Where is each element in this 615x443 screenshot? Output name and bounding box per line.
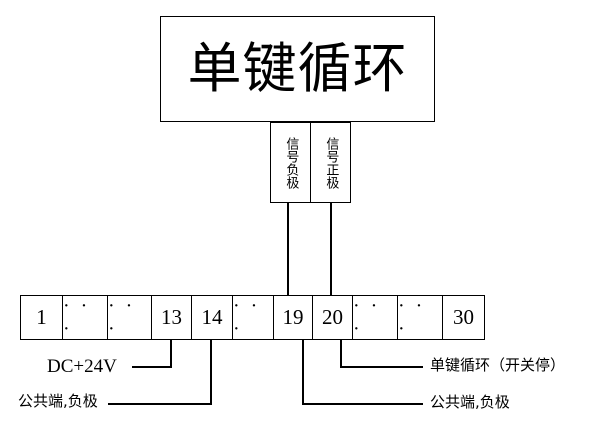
terminal-cell-13: 13	[152, 296, 192, 339]
terminal-cell-14: 14	[192, 296, 233, 339]
callout-dc-supply: DC+24V	[47, 356, 117, 377]
callout-single-key-cycle: 单键循环（开关停）	[430, 356, 566, 374]
terminal-cell-30: 30	[453, 305, 474, 329]
device-title-box: 单键循环	[160, 16, 435, 122]
wire-19-to-common-right	[302, 340, 423, 405]
terminal-cell-ellipsis: · · ·	[63, 295, 108, 340]
callout-common-negative-right: 公共端,负极	[430, 393, 510, 411]
wire-20-to-cycle	[340, 340, 423, 368]
device-title-label: 单键循环	[187, 37, 408, 100]
wire-13-to-dc24v	[132, 340, 172, 368]
terminal-cell-ellipsis: · · ·	[398, 295, 443, 340]
terminal-cell-1: 1	[21, 296, 63, 339]
signal-positive-terminal: 信号正极	[310, 122, 351, 203]
callout-common-negative-left: 公共端,负极	[18, 392, 98, 410]
signal-negative-terminal: 信号负极	[270, 122, 311, 203]
terminal-cell-ellipsis: · · ·	[353, 295, 398, 340]
terminal-cell-ellipsis: · · ·	[233, 295, 274, 340]
terminal-cell-19: 19	[274, 296, 313, 339]
signal-negative-label: 信号负极	[283, 136, 299, 189]
terminal-cell-ellipsis: · · ·	[108, 295, 152, 340]
signal-positive-label: 信号正极	[323, 136, 339, 189]
wire-14-to-common-left	[108, 340, 212, 405]
terminal-cell-20: 20	[313, 296, 353, 339]
